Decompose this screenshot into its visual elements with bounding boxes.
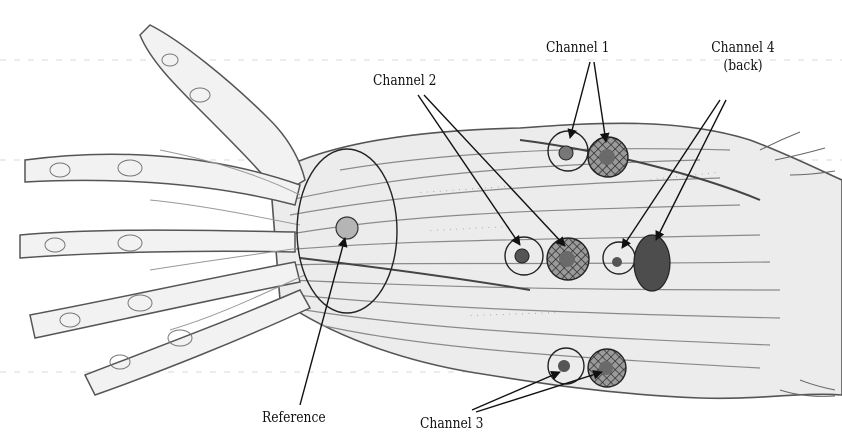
label-channel-3: Channel 3 xyxy=(420,416,483,431)
label-reference: Reference xyxy=(262,410,326,425)
label-channel-2: Channel 2 xyxy=(373,73,436,88)
label-channel-4: Channel 4 (back) xyxy=(706,40,780,73)
label-channel-1: Channel 1 xyxy=(546,40,609,55)
hand-fingers xyxy=(20,25,310,395)
label-channel-4-line2: (back) xyxy=(706,58,780,73)
label-channel-4-line1: Channel 4 xyxy=(706,40,780,55)
